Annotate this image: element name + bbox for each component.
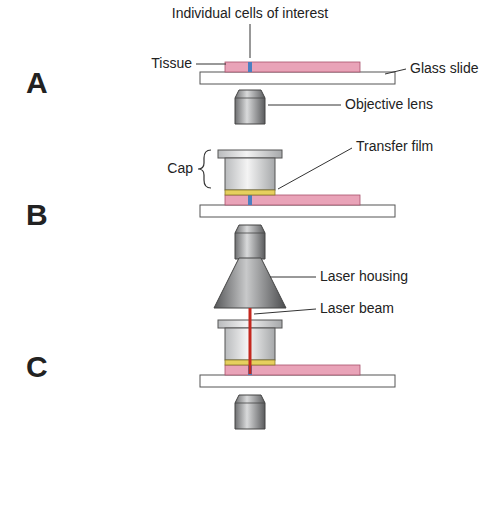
part-label: Transfer film [356, 138, 433, 155]
part-label: Laser housing [320, 268, 408, 285]
part-label: Glass slide [410, 60, 478, 77]
panel-letter: A [26, 66, 48, 100]
callout-label: Individual cells of interest [172, 5, 328, 22]
part-label: Tissue [151, 55, 192, 72]
panel-letter: B [26, 198, 48, 232]
panel-letter: C [26, 350, 48, 384]
panel-b [198, 148, 395, 259]
part-label: Objective lens [345, 96, 433, 113]
part-label: Cap [167, 160, 193, 177]
part-label: Laser beam [320, 300, 394, 317]
